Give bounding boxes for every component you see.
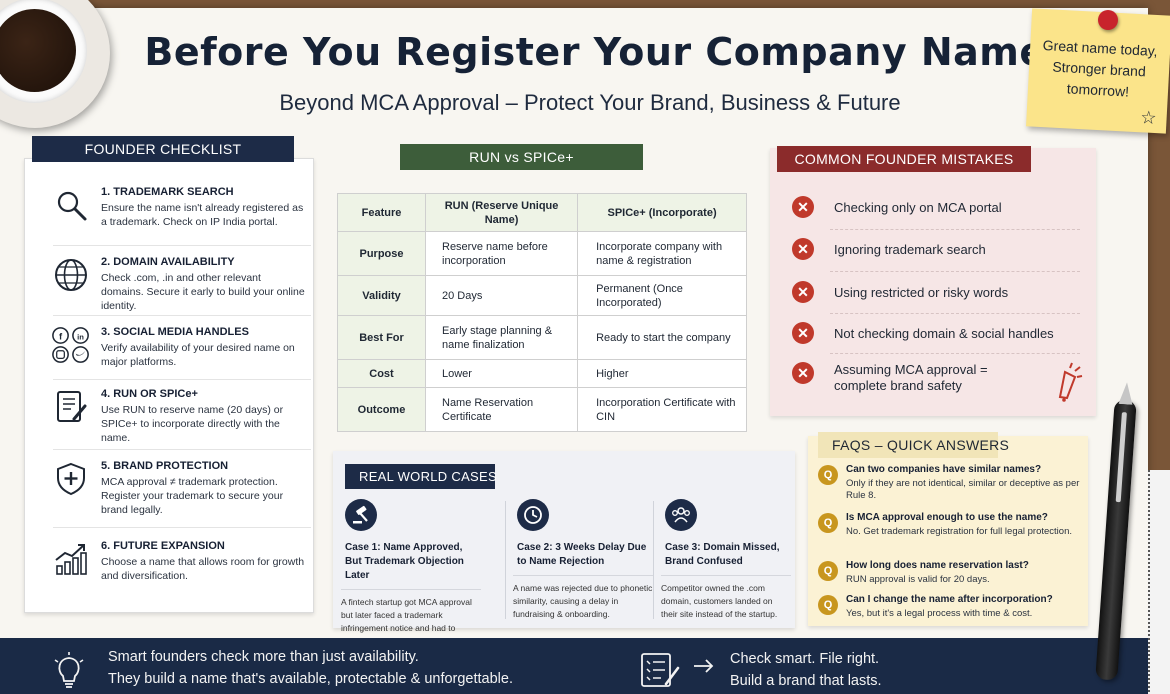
page-title: Before You Register Your Company Name <box>144 30 1046 74</box>
checklist-item: 4. RUN OR SPICe+Use RUN to reserve name … <box>25 387 315 445</box>
coffee-cup-icon <box>0 0 110 128</box>
footer-bar: Smart founders check more than just avai… <box>0 638 1148 694</box>
table-header-cell: RUN (Reserve Unique Name) <box>424 193 579 232</box>
sticky-note: Great name today, Stronger brand tomorro… <box>1026 8 1170 134</box>
svg-text:f: f <box>59 331 63 342</box>
mistake-item: ✕Checking only on MCA portal <box>792 196 1082 218</box>
push-pin-icon <box>1098 10 1118 30</box>
question-badge-icon: Q <box>818 465 838 485</box>
question-badge-icon: Q <box>818 513 838 533</box>
comparison-banner: RUN vs SPICe+ <box>400 144 643 170</box>
table-row: Best For Early stage planning & name fin… <box>337 315 747 360</box>
table-row: Validity 20 Days Permanent (Once Incorpo… <box>337 275 747 316</box>
svg-text:in: in <box>77 332 84 341</box>
table-header-cell: SPICe+ (Incorporate) <box>577 193 747 232</box>
table-row: Purpose Reserve name before incorporatio… <box>337 231 747 276</box>
checklist-document-icon <box>638 650 686 694</box>
table-header-row: Feature RUN (Reserve Unique Name) SPICe+… <box>337 193 747 232</box>
globe-icon <box>51 255 91 295</box>
cases-banner: REAL WORLD CASES <box>345 464 497 489</box>
footer-message-right: Check smart. File right. Build a brand t… <box>730 651 882 689</box>
comparison-table: Feature RUN (Reserve Unique Name) SPICe+… <box>337 193 747 432</box>
document-pen-icon <box>51 387 91 427</box>
case-item: Case 2: 3 Weeks Delay Due to Name Reject… <box>505 499 653 621</box>
mistake-item: ✕Not checking domain & social handles <box>792 322 1082 344</box>
table-header-cell: Feature <box>337 193 426 232</box>
footer-message-left: Smart founders check more than just avai… <box>108 649 513 687</box>
people-icon <box>665 499 697 531</box>
clock-icon <box>517 499 549 531</box>
case-item: Case 3: Domain Missed, Brand Confused Co… <box>653 499 791 621</box>
table-row: Outcome Name Reservation Certificate Inc… <box>337 387 747 432</box>
question-badge-icon: Q <box>818 561 838 581</box>
question-badge-icon: Q <box>818 595 838 615</box>
mistake-item: ✕Ignoring trademark search <box>792 238 1082 260</box>
mistakes-card: ✕Checking only on MCA portal ✕Ignoring t… <box>770 148 1096 416</box>
star-icon: ☆ <box>1139 107 1158 129</box>
social-media-icons: f in <box>51 325 91 365</box>
shield-icon <box>51 459 91 499</box>
error-x-icon: ✕ <box>792 238 814 260</box>
error-x-icon: ✕ <box>792 322 814 344</box>
error-x-icon: ✕ <box>792 196 814 218</box>
case-item: Case 1: Name Approved, But Trademark Obj… <box>333 499 481 648</box>
mistakes-banner: COMMON FOUNDER MISTAKES <box>777 146 1031 172</box>
page-subtitle: Beyond MCA Approval – Protect Your Brand… <box>279 90 901 115</box>
faqs-banner: FAQS – QUICK ANSWERS <box>818 432 1009 458</box>
notebook-spiral <box>1148 470 1170 694</box>
gavel-icon <box>345 499 377 531</box>
table-row: Cost Lower Higher <box>337 359 747 388</box>
mistake-item: ✕Assuming MCA approval = complete brand … <box>792 362 1012 394</box>
arrow-right-icon <box>692 656 716 681</box>
checklist-banner: FOUNDER CHECKLIST <box>32 136 294 162</box>
mistake-item: ✕Using restricted or risky words <box>792 281 1082 303</box>
lightbulb-icon <box>52 652 86 694</box>
growth-chart-icon <box>51 539 91 579</box>
error-x-icon: ✕ <box>792 281 814 303</box>
magnifier-icon <box>51 185 91 225</box>
error-x-icon: ✕ <box>792 362 814 384</box>
warning-sign-icon <box>1048 362 1084 407</box>
